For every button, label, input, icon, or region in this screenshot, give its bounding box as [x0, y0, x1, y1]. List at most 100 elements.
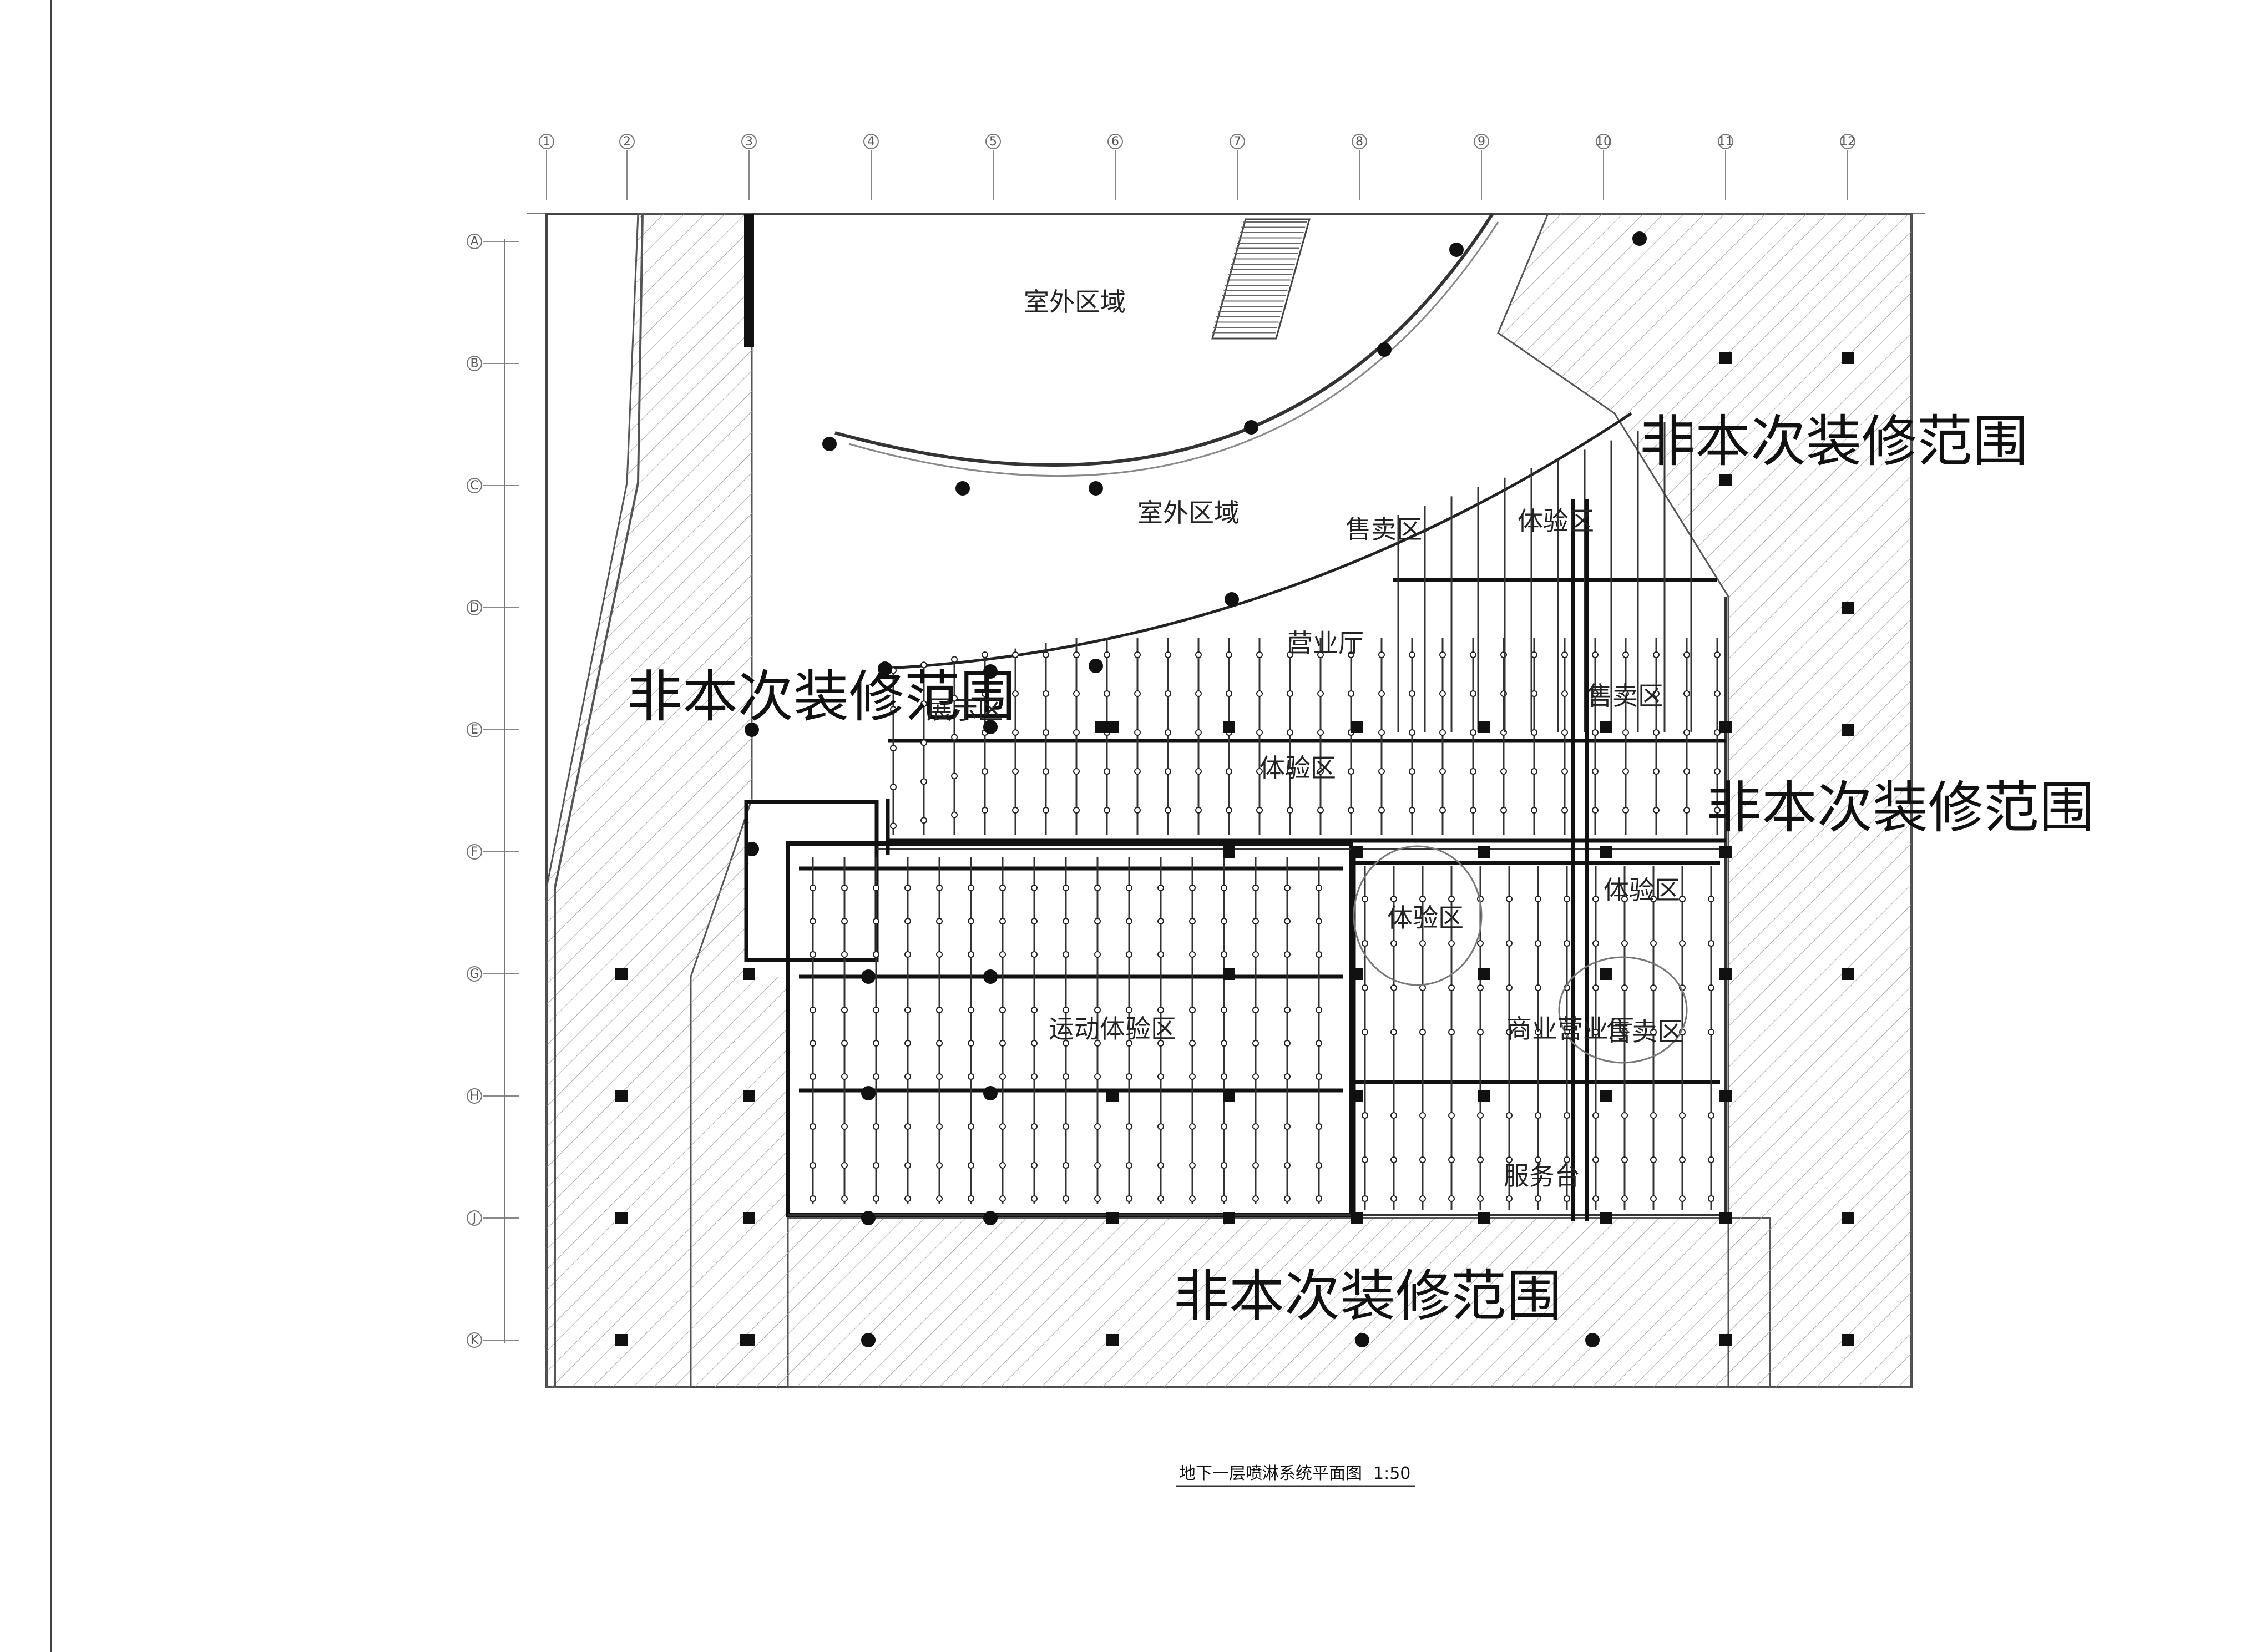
- sprinkler-head: [1094, 1123, 1101, 1130]
- sprinkler-head: [904, 951, 911, 958]
- sprinkler-head: [1165, 807, 1171, 814]
- sprinkler-head: [1535, 896, 1541, 902]
- sprinkler-head: [1362, 1029, 1368, 1035]
- sprinkler-head: [1031, 1073, 1038, 1080]
- sprinkler-head: [904, 885, 911, 891]
- round-column: [1355, 1333, 1369, 1347]
- sprinkler-head: [1708, 940, 1714, 947]
- sprinkler-head: [999, 1162, 1006, 1169]
- column-grid-bubble: [1840, 134, 1855, 149]
- sprinkler-head: [841, 1195, 848, 1202]
- sprinkler-head: [1419, 984, 1426, 991]
- row-grid-bubble: [467, 1088, 482, 1104]
- sprinkler-head: [1104, 651, 1110, 658]
- sprinkler-head: [873, 1162, 879, 1169]
- sprinkler-head: [1683, 768, 1690, 775]
- escalator: [1211, 218, 1311, 340]
- sprinkler-head: [1622, 651, 1629, 658]
- sprinkler-head: [1252, 1073, 1259, 1080]
- sprinkler-head: [1287, 768, 1293, 775]
- sprinkler-head: [999, 885, 1006, 891]
- sprinkler-head: [1316, 1040, 1322, 1047]
- sprinkler-head: [999, 951, 1006, 958]
- square-column: [1223, 1090, 1235, 1102]
- non-scope-area-south: [787, 1217, 1771, 1388]
- sprinkler-head: [982, 807, 988, 814]
- sprinkler-head: [1126, 1073, 1132, 1080]
- column-grid-label: 11: [1718, 135, 1733, 149]
- sprinkler-head: [1221, 885, 1227, 891]
- sprinkler-head: [1500, 768, 1507, 775]
- sprinkler-pipe-network: [799, 422, 1726, 1221]
- label-non-scope-northeast: 非本次装修范围: [1640, 409, 2028, 474]
- round-column: [861, 969, 876, 984]
- round-column: [1225, 592, 1239, 607]
- sprinkler-head: [1157, 1007, 1164, 1013]
- row-grid-bubble: [467, 722, 482, 737]
- sprinkler-head: [1650, 896, 1657, 902]
- square-column: [1600, 846, 1612, 858]
- sprinkler-head: [1448, 1156, 1455, 1163]
- sprinkler-head: [1157, 1195, 1164, 1202]
- sprinkler-head: [999, 1040, 1006, 1047]
- label-sales-2: 售卖区: [1587, 681, 1663, 711]
- sprinkler-head: [1189, 1007, 1196, 1013]
- square-column: [1600, 1212, 1612, 1224]
- sprinkler-head: [1470, 729, 1476, 736]
- sprinkler-head: [1284, 1073, 1291, 1080]
- sprinkler-head: [1592, 1029, 1599, 1035]
- round-column: [745, 842, 759, 856]
- sprinkler-head: [1134, 807, 1141, 814]
- sprinkler-head: [1252, 1195, 1259, 1202]
- sprinkler-head: [1221, 1195, 1227, 1202]
- sprinkler-head: [1252, 1007, 1259, 1013]
- sprinkler-head: [1561, 807, 1568, 814]
- sprinkler-head: [1390, 1029, 1397, 1035]
- sprinkler-head: [1221, 1162, 1227, 1169]
- sprinkler-head: [1134, 651, 1141, 658]
- square-column: [740, 1334, 752, 1346]
- sprinkler-head: [1708, 896, 1714, 902]
- sprinkler-head: [1157, 1073, 1164, 1080]
- outdoor-curve-inner: [848, 221, 1499, 477]
- sprinkler-head: [873, 1073, 879, 1080]
- sprinkler-head: [1378, 729, 1385, 736]
- sprinkler-head: [1419, 940, 1426, 947]
- square-column: [1842, 968, 1854, 980]
- sprinkler-head: [810, 1162, 816, 1169]
- sprinkler-head: [968, 1040, 974, 1047]
- sprinkler-head: [1252, 1040, 1259, 1047]
- sprinkler-head: [1506, 1029, 1513, 1035]
- row-grid-bubble: [467, 234, 482, 249]
- square-column: [615, 1212, 628, 1224]
- non-scope-area-south-west: [691, 1218, 788, 1387]
- sprinkler-head: [1043, 729, 1049, 736]
- sprinkler-head: [1226, 807, 1232, 814]
- square-column: [1223, 721, 1235, 733]
- sprinkler-head: [1104, 807, 1110, 814]
- building-edge-curve: [879, 412, 1632, 670]
- sprinkler-head: [1126, 951, 1132, 958]
- sprinkler-head: [951, 734, 958, 741]
- sprinkler-head: [1650, 1156, 1657, 1163]
- sprinkler-head: [1252, 1162, 1259, 1169]
- column-grid-label: 6: [1111, 135, 1119, 149]
- sprinkler-head: [810, 1195, 816, 1202]
- sprinkler-head: [1031, 1040, 1038, 1047]
- sprinkler-head: [1477, 984, 1484, 991]
- round-column: [983, 1086, 998, 1100]
- sprinkler-head: [1073, 651, 1080, 658]
- sprinkler-head: [1592, 1112, 1599, 1119]
- sprinkler-head: [1679, 1156, 1686, 1163]
- square-column: [1351, 846, 1363, 858]
- sprinkler-head: [1506, 984, 1513, 991]
- row-grid-bubble: [467, 478, 482, 493]
- sprinkler-head: [1561, 768, 1568, 775]
- sprinkler-head: [1284, 885, 1291, 891]
- sprinkler-head: [1477, 1029, 1484, 1035]
- sprinkler-head: [1073, 768, 1080, 775]
- sprinkler-head: [841, 1007, 848, 1013]
- sprinkler-head: [1650, 1029, 1657, 1035]
- row-grid-bubble: [467, 1210, 482, 1226]
- sprinkler-head: [1252, 1123, 1259, 1130]
